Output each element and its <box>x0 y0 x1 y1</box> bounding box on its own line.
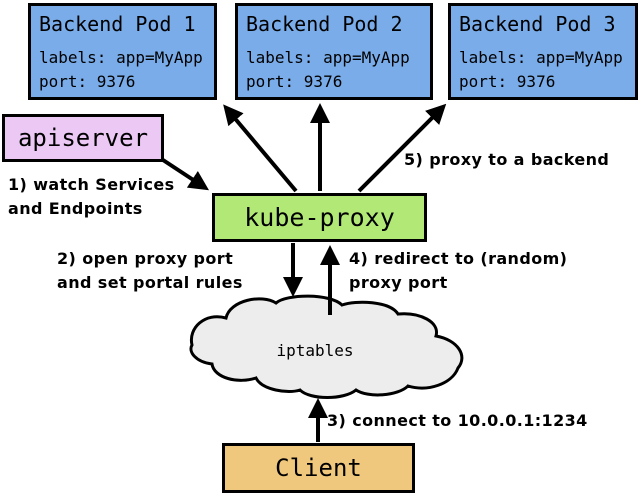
kube-proxy-label: kube-proxy <box>244 203 395 232</box>
annotation-line: and Endpoints <box>8 199 143 218</box>
pod-port: port: 9376 <box>39 72 136 91</box>
arrow-kube-proxy-to-pod1 <box>223 104 298 193</box>
arrow-apiserver-to-kube-proxy <box>161 158 210 191</box>
annotation-step-3: 3) connect to 10.0.0.1:1234 <box>327 409 588 433</box>
annotation-line: proxy port <box>349 273 448 292</box>
annotation-step-4: 4) redirect to (random) proxy port <box>349 247 567 295</box>
arrow-kube-proxy-to-pod3 <box>357 103 447 193</box>
pod-title: Backend Pod 2 <box>246 12 403 36</box>
apiserver-label: apiserver <box>17 124 149 152</box>
backend-pod-3-box: Backend Pod 3 labels: app=MyApp port: 93… <box>448 3 638 100</box>
pod-port: port: 9376 <box>246 72 343 91</box>
client-label: Client <box>275 454 362 482</box>
annotation-line: and set portal rules <box>57 273 243 292</box>
client-box: Client <box>222 443 415 493</box>
pod-title: Backend Pod 3 <box>459 12 616 36</box>
annotation-line: 4) redirect to (random) <box>349 249 568 268</box>
backend-pod-1-box: Backend Pod 1 labels: app=MyApp port: 93… <box>28 3 217 100</box>
iptables-label: iptables <box>276 341 354 360</box>
annotation-line: 1) watch Services <box>8 175 175 194</box>
annotation-step-2: 2) open proxy port and set portal rules <box>57 247 243 295</box>
annotation-line: 3) connect to 10.0.0.1:1234 <box>327 411 588 430</box>
pod-title: Backend Pod 1 <box>39 12 196 36</box>
annotation-line: 2) open proxy port <box>57 249 234 268</box>
annotation-line: 5) proxy to a backend <box>404 150 610 169</box>
annotation-step-1: 1) watch Services and Endpoints <box>8 173 175 221</box>
backend-pod-2-box: Backend Pod 2 labels: app=MyApp port: 93… <box>235 3 433 100</box>
pod-port: port: 9376 <box>459 72 556 91</box>
annotation-step-5: 5) proxy to a backend <box>404 148 609 172</box>
pod-labels: labels: app=MyApp <box>246 48 410 67</box>
pod-labels: labels: app=MyApp <box>39 48 203 67</box>
pod-labels: labels: app=MyApp <box>459 48 623 67</box>
iptables-cloud-shape <box>189 294 464 399</box>
apiserver-box: apiserver <box>2 114 164 162</box>
kube-proxy-box: kube-proxy <box>212 193 427 242</box>
